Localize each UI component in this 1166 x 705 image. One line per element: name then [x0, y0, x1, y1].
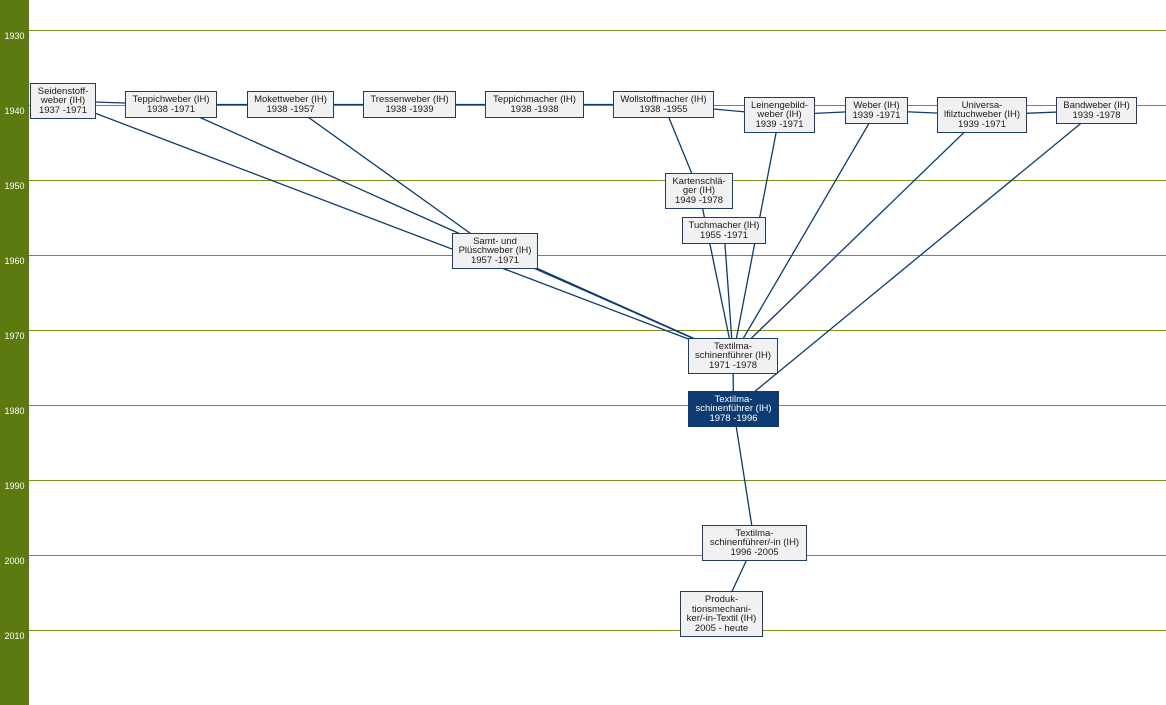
link-weber-textil1971 — [732, 110, 878, 357]
node-leinengebildweber[interactable]: Leinengebild-weber (IH)1939 -1971 — [744, 97, 815, 133]
node-text-line: lfilztuchweber (IH) — [943, 109, 1021, 121]
link-kartenschlaeger-textil1971 — [698, 190, 734, 357]
node-text-line: Samt- und — [473, 235, 517, 247]
node-text-line: tionsmechani- — [691, 603, 752, 615]
node-text-line: Bandweber (IH) — [1063, 100, 1130, 111]
node-text-line: Produk- — [704, 594, 739, 605]
node-wollstoffmacher[interactable]: Wollstoffmacher (IH)1938 -1955 — [613, 91, 714, 118]
node-text-line: ger (IH) — [682, 185, 716, 197]
gridline-1950 — [29, 180, 1166, 181]
node-text-line: Universa- — [961, 99, 1003, 111]
node-text-line: 1996 -2005 — [730, 546, 779, 558]
gridline-1940 — [29, 105, 1166, 106]
node-text-line: 1938 -1938 — [510, 103, 559, 115]
link-tuchmacher-textil1971 — [723, 230, 734, 357]
timeline-axis: 1930 1940 1950 1960 1970 1980 1990 2000 … — [0, 0, 29, 705]
year-label-1970: 1970 — [4, 331, 25, 341]
node-text-line: weber (IH) — [40, 95, 86, 107]
node-tressenweber[interactable]: Tressenweber (IH)1938 -1939 — [363, 91, 456, 118]
year-label-1960: 1960 — [4, 256, 25, 266]
node-text-line: 1939 -1978 — [1072, 109, 1121, 121]
year-label-2000: 2000 — [4, 556, 25, 566]
node-weber[interactable]: Weber (IH)1939 -1971 — [845, 97, 908, 124]
gridline-1970 — [29, 330, 1166, 331]
node-text-line: schinenführer/-in (IH) — [709, 537, 800, 549]
node-text-line: 1939 -1971 — [755, 118, 804, 130]
node-kartenschlaeger[interactable]: Kartenschlä-ger (IH)1949 -1978 — [665, 173, 733, 209]
node-text-line: 1949 -1978 — [674, 194, 724, 206]
gridline-2000 — [29, 555, 1166, 556]
gridline-2010 — [29, 630, 1166, 631]
node-text-line: 1938 -1955 — [639, 103, 688, 115]
link-bandweber-textil1978 — [733, 109, 1097, 410]
node-text-line: Weber (IH) — [853, 100, 900, 111]
node-text-line: 1957 -1971 — [470, 254, 520, 266]
gridline-1930 — [29, 30, 1166, 31]
node-text-line: Textilma- — [713, 340, 752, 352]
year-label-2010: 2010 — [4, 631, 25, 641]
gridline-1990 — [29, 480, 1166, 481]
year-label-1990: 1990 — [4, 481, 25, 491]
node-text-line: 1955 -1971 — [699, 229, 749, 241]
node-text-line: Wollstoffmacher (IH) — [620, 94, 707, 105]
node-text-line: schinenführer (IH) — [694, 350, 772, 362]
node-text-line: Mokettweber (IH) — [254, 94, 327, 105]
link-mokettweber-samtpluesch — [290, 103, 496, 252]
node-text-line: 1937 -1971 — [38, 104, 88, 116]
node-text-line: Plüschweber (IH) — [458, 245, 532, 257]
node-teppichweber[interactable]: Teppichweber (IH)1938 -1971 — [125, 91, 217, 118]
gridline-1980 — [29, 405, 1166, 406]
node-bandweber[interactable]: Bandweber (IH)1939 -1978 — [1056, 97, 1137, 124]
node-text-line: ker/-in-Textil (IH) — [686, 613, 757, 624]
node-text-line: 2005 - heute — [694, 622, 749, 634]
node-text-line: Textilma- — [714, 393, 753, 405]
year-label-1980: 1980 — [4, 406, 25, 416]
node-text-line: Textilma- — [735, 527, 774, 539]
node-seidenstoffweber[interactable]: Seidenstoff-weber (IH)1937 -1971 — [30, 83, 96, 119]
node-textilmaschinenfuehrer-1971[interactable]: Textilma-schinenführer (IH)1971 -1978 — [688, 338, 778, 374]
node-text-line: Teppichmacher (IH) — [493, 94, 576, 105]
node-produktionsmechaniker-textil[interactable]: Produk-tionsmechani-ker/-in-Textil (IH)2… — [680, 591, 763, 637]
node-text-line: 1971 -1978 — [708, 359, 758, 371]
node-text-line: Seidenstoff- — [37, 85, 89, 97]
year-label-1940: 1940 — [4, 106, 25, 116]
node-text-line: 1938 -1957 — [266, 103, 315, 115]
node-text-line: Teppichweber (IH) — [132, 94, 210, 105]
year-label-1950: 1950 — [4, 181, 25, 191]
node-text-line: 1938 -1939 — [385, 103, 434, 115]
node-textilmaschinenfuehrer-in-1996[interactable]: Textilma-schinenführer/-in (IH)1996 -200… — [702, 525, 807, 561]
node-text-line: weber (IH) — [757, 109, 802, 121]
node-teppichmacher[interactable]: Teppichmacher (IH)1938 -1938 — [485, 91, 584, 118]
node-text-line: 1978 -1996 — [709, 412, 758, 424]
node-textilmaschinenfuehrer-1978-current[interactable]: Textilma-schinenführer (IH)1978 -1996 — [688, 391, 779, 427]
node-text-line: 1939 -1971 — [852, 109, 901, 121]
node-mokettweber[interactable]: Mokettweber (IH)1938 -1957 — [247, 91, 334, 118]
node-text-line: Tressenweber (IH) — [370, 94, 449, 105]
node-text-line: schinenführer (IH) — [695, 403, 772, 415]
node-universalfilztuchweber[interactable]: Universa-lfilztuchweber (IH)1939 -1971 — [937, 97, 1027, 133]
year-label-1930: 1930 — [4, 31, 25, 41]
gridline-1960 — [29, 255, 1166, 256]
node-text-line: 1938 -1971 — [146, 103, 196, 115]
link-universalfilztuchweber-textil1971 — [732, 114, 983, 357]
link-textil1978-textil1996 — [732, 408, 756, 544]
node-text-line: Kartenschlä- — [672, 175, 726, 187]
node-text-line: Leinengebild- — [750, 99, 809, 111]
link-seidenstoffweber-textil1971 — [62, 100, 734, 357]
node-text-line: Tuchmacher (IH) — [688, 220, 760, 231]
node-text-line: 1939 -1971 — [957, 118, 1007, 130]
node-tuchmacher[interactable]: Tuchmacher (IH)1955 -1971 — [682, 217, 766, 244]
